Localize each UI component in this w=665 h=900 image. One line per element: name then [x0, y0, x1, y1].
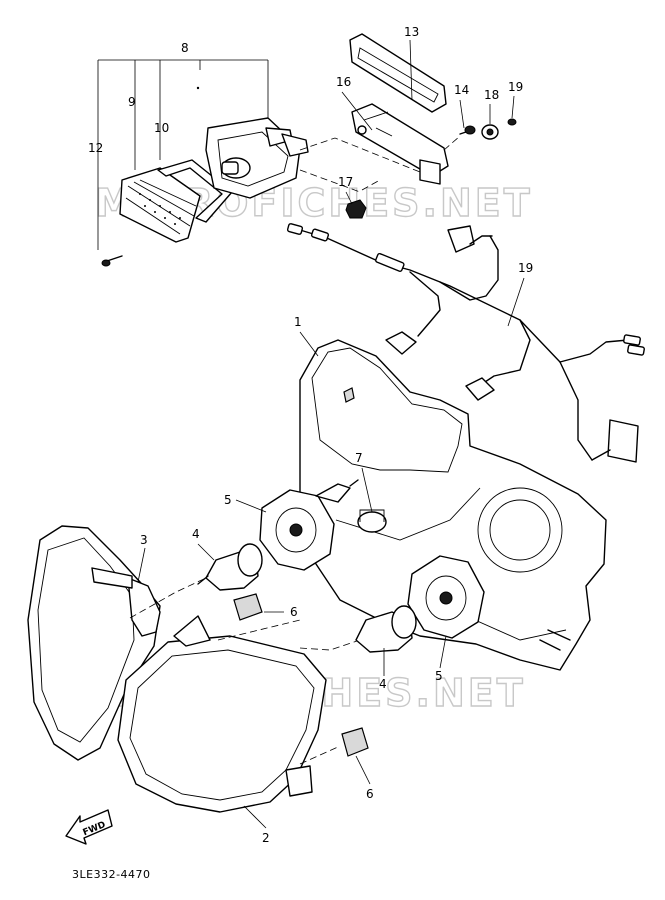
callout-6-lower: 6 — [366, 787, 374, 801]
callout-14: 14 — [454, 83, 469, 97]
callout-19: 19 — [518, 261, 533, 275]
callout-17: 18 — [484, 88, 499, 102]
callout-16: 17 — [338, 175, 353, 189]
callout-3: 3 — [140, 533, 148, 547]
callouts: 8 9 10 12 13 16 14 18 19 17 19 1 7 5 3 4… — [88, 25, 533, 845]
callout-2: 2 — [262, 831, 270, 845]
callout-7: 7 — [355, 451, 363, 465]
callout-12: 12 — [88, 141, 103, 155]
callout-6-upper: 6 — [290, 605, 298, 619]
lamp-bracket — [299, 33, 517, 219]
headlight-body — [299, 339, 607, 671]
bulbs-and-covers — [197, 479, 485, 757]
callout-4-upper: 4 — [192, 527, 200, 541]
callout-5-upper: 5 — [224, 493, 232, 507]
callout-18: 19 — [508, 80, 523, 94]
forward-arrow: FWD — [65, 809, 113, 845]
leader-lines — [137, 39, 525, 829]
callout-13: 13 — [404, 25, 419, 39]
callout-8: 8 — [181, 41, 189, 55]
callout-4-lower: 4 — [379, 677, 387, 691]
callout-15: 16 — [336, 75, 351, 89]
callout-9: 9 — [128, 95, 136, 109]
callout-1: 1 — [294, 315, 302, 329]
lens-and-reflector — [27, 525, 361, 813]
callout-10: 10 — [154, 121, 169, 135]
callout-5-lower: 5 — [435, 669, 443, 683]
position-lamp-assembly — [97, 59, 309, 267]
wiring-harness — [286, 223, 645, 463]
drawing-code: 3LE332-4470 — [72, 868, 151, 881]
